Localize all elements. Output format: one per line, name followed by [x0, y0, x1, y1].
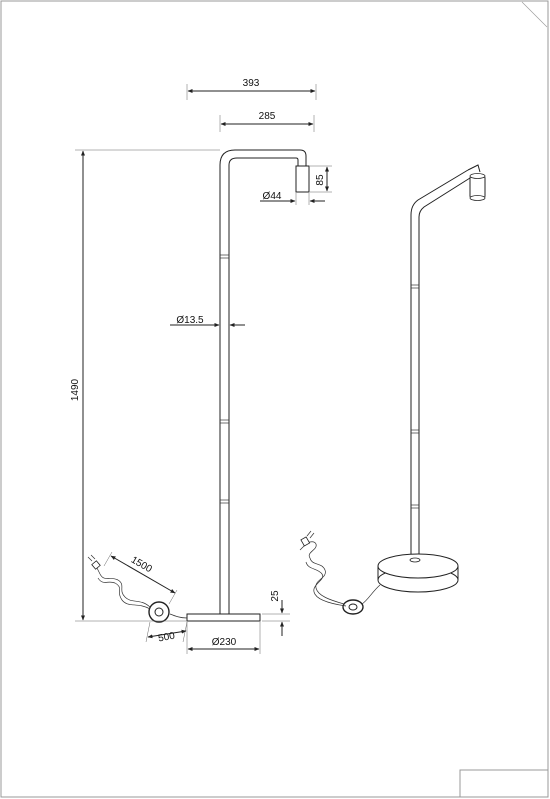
dimension-base-diameter: Ø230 — [186, 622, 261, 654]
dimension-label: Ø13.5 — [176, 315, 204, 326]
perspective-plug-icon — [300, 530, 315, 547]
dimension-label: 285 — [259, 111, 276, 122]
perspective-view-lamp — [377, 164, 486, 593]
dimension-1490: 1490 — [70, 149, 220, 622]
dimension-500: 500 — [145, 621, 188, 645]
dimension-285: 285 — [219, 111, 315, 132]
dimension-pole-diameter: Ø13.5 — [170, 315, 245, 327]
dimension-label: 393 — [243, 78, 260, 89]
dimension-label: Ø44 — [263, 191, 282, 202]
dimension-1500: 1500 — [103, 551, 178, 605]
dimension-shade-diameter: Ø44 — [260, 191, 325, 205]
dimension-label: 1500 — [129, 555, 154, 576]
dimension-label: 25 — [270, 590, 281, 602]
perspective-shade — [469, 173, 486, 201]
front-cable-assembly — [87, 554, 188, 623]
lamp-arm — [219, 149, 307, 166]
dimension-label: 1490 — [70, 378, 81, 401]
perspective-base — [377, 553, 459, 593]
perspective-cable-assembly — [299, 530, 381, 615]
dimension-label: 85 — [315, 174, 326, 186]
front-view-lamp — [186, 149, 310, 622]
dimension-393: 393 — [186, 78, 317, 100]
perspective-foot-switch — [342, 599, 364, 615]
plug-icon — [87, 554, 101, 570]
dimension-25: 25 — [262, 590, 290, 636]
lamp-shade — [295, 165, 310, 193]
lamp-pole — [219, 165, 230, 614]
dimension-label: Ø230 — [212, 637, 237, 648]
lamp-base — [186, 613, 261, 622]
dimension-85: 85 — [310, 165, 332, 193]
dimension-label: 500 — [157, 631, 176, 645]
